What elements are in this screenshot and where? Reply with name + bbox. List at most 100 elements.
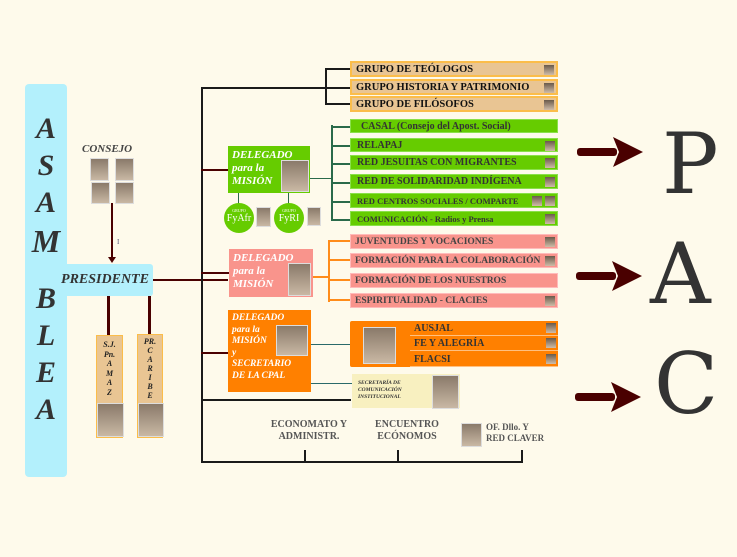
connector — [311, 344, 350, 345]
arrow-right-icon — [577, 137, 643, 167]
mision-item[interactable]: CASAL (Consejo del Apost. Social) — [350, 119, 558, 133]
mision-item[interactable]: FORMACIÓN PARA LA COLABORACIÓN — [350, 253, 558, 268]
mision-item[interactable]: RELAPAJ — [350, 138, 558, 152]
region-label: C — [147, 346, 153, 355]
connector — [331, 200, 350, 203]
region-photo — [97, 403, 124, 437]
delegado-title: DELEGADO — [232, 149, 293, 161]
delegado-mision-1[interactable]: DELEGADO para la MISIÓN — [228, 146, 310, 193]
pac-letter-c[interactable]: C — [654, 335, 719, 433]
connector — [331, 162, 350, 165]
consejo-photo — [90, 158, 109, 181]
connector — [521, 450, 523, 462]
mision-item[interactable]: RED CENTROS SOCIALES / COMPARTE — [350, 193, 558, 208]
secretaria-label: INSTITUCIONAL — [358, 394, 401, 400]
connector — [201, 399, 351, 401]
asamblea-letter: A — [35, 112, 56, 145]
group-teologos[interactable]: GRUPO DE TEÓLOGOS — [350, 61, 558, 77]
delegado-photo — [281, 160, 309, 192]
consejo-photo — [91, 182, 110, 204]
connector — [331, 181, 350, 184]
mision-item[interactable]: FORMACIÓN DE LOS NUESTROS — [350, 273, 558, 288]
connector — [331, 145, 350, 147]
item-label: JUVENTUDES Y VOCACIONES — [355, 236, 494, 247]
connector — [148, 296, 151, 334]
asamblea-letter: M — [31, 223, 61, 259]
consejo-arrow-line — [111, 203, 113, 258]
delegado-mision-secretario[interactable]: DELEGADO para la MISIÓN y SECRETARIO DE … — [228, 310, 311, 392]
pac-letter-p[interactable]: P — [662, 115, 719, 213]
connector — [331, 125, 333, 221]
group-filosofos[interactable]: GRUPO DE FILÓSOFOS — [350, 96, 558, 112]
asamblea-letter: A — [35, 186, 56, 219]
circle-small-label: GRUPO — [282, 208, 296, 213]
connector — [201, 87, 326, 89]
region-label: I — [148, 373, 152, 382]
connector — [311, 383, 352, 384]
mision-item[interactable]: ESPIRITUALIDAD - CLACIES — [350, 293, 558, 308]
circle-label: FyAfr — [226, 213, 252, 224]
region-label: A — [106, 378, 113, 387]
connector — [331, 218, 350, 221]
bottom-line — [201, 461, 523, 463]
delegado-title: SECRETARIO — [232, 359, 292, 369]
pac-letter-a[interactable]: A — [650, 225, 711, 323]
member-photo — [545, 237, 555, 247]
presidente-box[interactable]: PRESIDENTE — [57, 264, 153, 296]
member-photo — [546, 338, 556, 348]
item-label: FORMACIÓN PARA LA COLABORACIÓN — [355, 255, 541, 266]
item-label: FORMACIÓN DE LOS NUESTROS — [355, 275, 507, 286]
delegado-title: para la — [233, 265, 266, 277]
group-label: GRUPO HISTORIA Y PATRIMONIO — [356, 81, 530, 93]
member-photo — [545, 256, 555, 266]
cursor-mark: I — [117, 238, 120, 246]
connector — [328, 240, 350, 242]
member-photo — [546, 323, 556, 333]
mision-item[interactable]: JUVENTUDES Y VOCACIONES — [350, 234, 558, 249]
region-label: Pn. — [103, 349, 116, 359]
region-label: Z — [107, 387, 112, 397]
region-label: A — [106, 359, 113, 368]
member-photo — [546, 354, 556, 364]
connector — [153, 279, 228, 281]
group-historia[interactable]: GRUPO HISTORIA Y PATRIMONIO — [350, 79, 558, 95]
connector — [310, 178, 331, 179]
sector-item[interactable]: FLACSI — [410, 352, 558, 367]
member-photo — [461, 423, 482, 447]
region-label: R — [147, 364, 153, 373]
connector — [304, 450, 306, 462]
region-label: E — [147, 391, 153, 400]
consejo-label: CONSEJO — [82, 143, 133, 155]
delegado-title: MISIÓN — [233, 278, 274, 290]
connector — [325, 68, 350, 70]
item-label: RED DE SOLIDARIDAD INDÍGENA — [357, 176, 522, 187]
delegado-title: para la — [232, 162, 265, 174]
secretaria-label: COMUNICACIÓN — [358, 387, 402, 393]
asamblea-letter: E — [35, 356, 56, 389]
circle-small-label: GRUPO — [232, 208, 246, 213]
of-desarrollo-label: RED CLAVER — [486, 433, 545, 443]
region-label: A — [147, 355, 153, 364]
delegado-title: y — [232, 347, 237, 358]
arrow-right-icon — [576, 261, 642, 291]
circle-label: FyRI — [278, 213, 300, 224]
sector-item[interactable]: AUSJAL — [410, 321, 558, 336]
arrow-right-icon — [575, 382, 641, 412]
member-photo — [545, 141, 555, 151]
region-label: B — [147, 382, 153, 391]
mision-item[interactable]: RED DE SOLIDARIDAD INDÍGENA — [350, 174, 558, 189]
delegado-mision-2[interactable]: DELEGADO para la MISIÓN — [229, 249, 313, 297]
delegado-title: MISIÓN — [232, 336, 267, 346]
presidente-label: PRESIDENTE — [61, 272, 149, 287]
mision-item[interactable]: RED JESUITAS CON MIGRANTES — [350, 155, 558, 170]
mision-item[interactable]: COMUNICACIÓN - Radios y Prensa — [350, 211, 558, 226]
sector-item[interactable]: FE Y ALEGRÍA — [410, 336, 558, 351]
